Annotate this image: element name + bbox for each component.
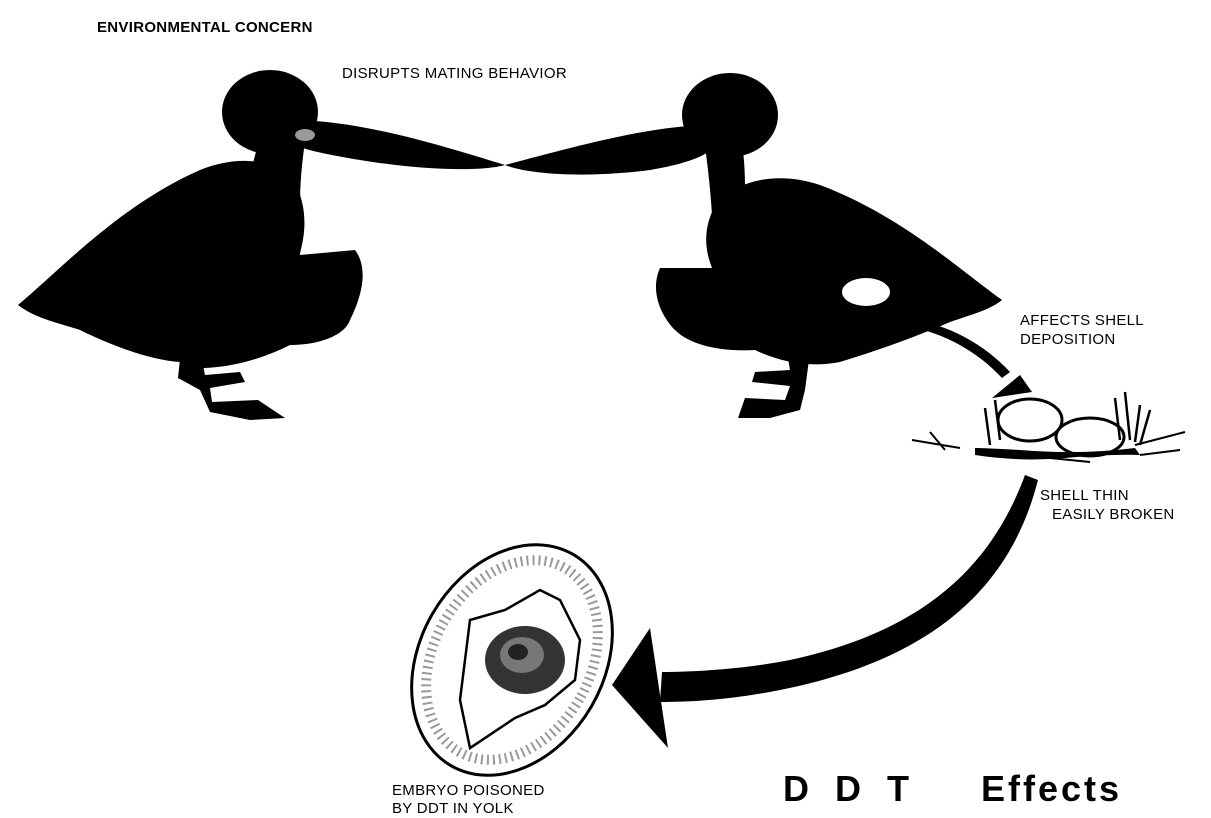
arrow-to-embryo-icon — [612, 475, 1038, 748]
label-shell-deposition-1: AFFECTS SHELL — [1020, 311, 1144, 330]
label-shell-thin-1: SHELL THIN — [1040, 486, 1129, 505]
label-shell-deposition-2: DEPOSITION — [1020, 330, 1116, 349]
arrow-to-nest-icon — [906, 318, 1032, 398]
diagram-title: D D T Effects — [783, 769, 1122, 809]
label-shell-thin-2: EASILY BROKEN — [1052, 505, 1175, 524]
broken-egg-embryo-icon — [371, 508, 652, 811]
pelican-right-icon — [505, 73, 1002, 418]
pelican-left-icon — [18, 70, 505, 420]
label-embryo-2: BY DDT IN YOLK — [392, 799, 514, 818]
wing-spot — [842, 278, 890, 306]
label-embryo-1: EMBRYO POISONED — [392, 781, 545, 800]
page-title: ENVIRONMENTAL CONCERN — [97, 18, 313, 37]
label-mating: DISRUPTS MATING BEHAVIOR — [342, 64, 567, 83]
eggs-nest-icon — [912, 392, 1185, 462]
eye-highlight — [295, 129, 315, 141]
